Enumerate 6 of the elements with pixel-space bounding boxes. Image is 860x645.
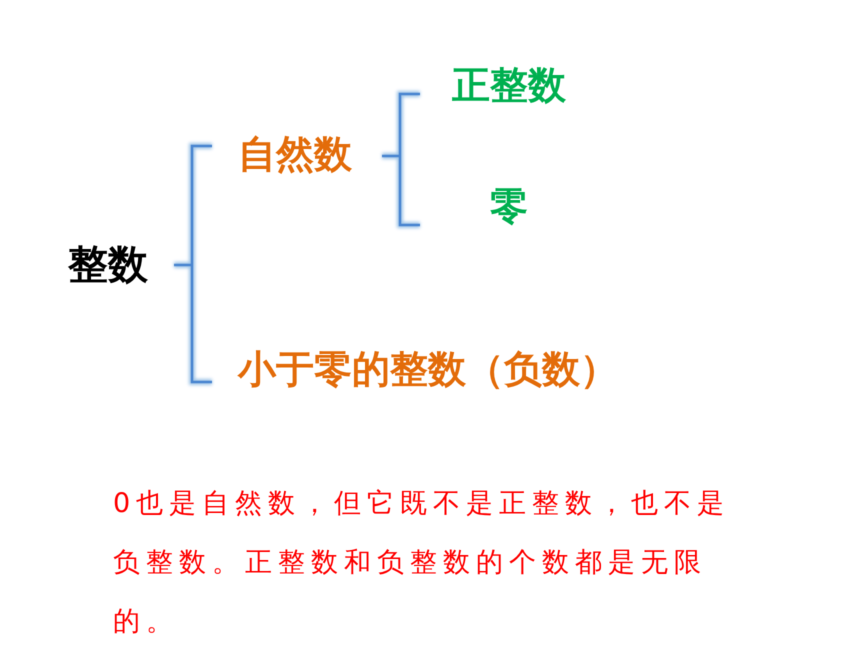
category-label: 整数 (68, 241, 148, 289)
category-label: 正整数 (452, 63, 566, 109)
category-label: 零 (490, 184, 528, 230)
note-text: 0也是自然数，但它既不是正整数，也不是负整数。正整数和负整数的个数都是无限的。 (113, 487, 732, 639)
category-label: 自然数 (238, 132, 352, 178)
category-label: 小于零的整数（负数） (238, 347, 618, 393)
